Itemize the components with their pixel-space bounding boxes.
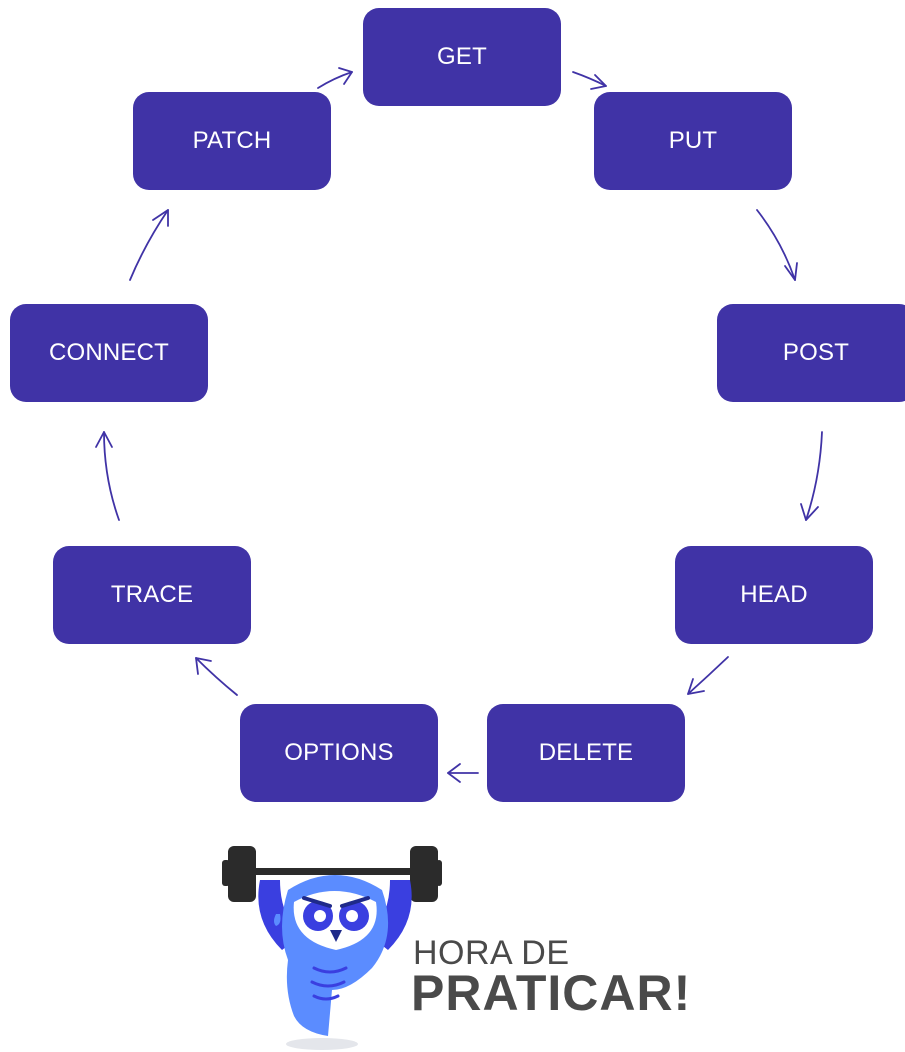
node-options-label: OPTIONS xyxy=(284,739,394,766)
arrow-connect-to-patch xyxy=(129,209,169,281)
node-delete-label: DELETE xyxy=(538,739,634,766)
node-patch: PATCH xyxy=(133,92,331,190)
arrow-head-to-delete xyxy=(687,656,729,695)
node-delete: DELETE xyxy=(487,704,685,802)
node-put: PUT xyxy=(594,92,792,190)
node-options: OPTIONS xyxy=(240,704,438,802)
arrow-put-to-post xyxy=(756,209,798,281)
node-patch-label: PATCH xyxy=(192,127,272,154)
brand-line1: HORA DE xyxy=(413,934,570,972)
arrow-trace-to-connect xyxy=(95,431,120,521)
node-get-label: GET xyxy=(437,43,487,70)
node-trace-label: TRACE xyxy=(110,581,194,608)
node-post-label: POST xyxy=(782,339,850,366)
arrow-options-to-trace xyxy=(195,657,238,696)
arrow-post-to-head xyxy=(800,431,823,521)
arrow-delete-to-options xyxy=(447,763,479,783)
owl-lifting-barbell-icon xyxy=(222,846,442,1050)
node-put-label: PUT xyxy=(668,127,718,154)
node-get: GET xyxy=(363,8,561,106)
node-connect-label: CONNECT xyxy=(48,339,170,366)
node-connect: CONNECT xyxy=(10,304,208,402)
node-post: POST xyxy=(717,304,905,402)
brand-line2: PRATICAR! xyxy=(411,965,692,1021)
node-head: HEAD xyxy=(675,546,873,644)
arrow-get-to-put xyxy=(572,71,607,90)
node-trace: TRACE xyxy=(53,546,251,644)
node-head-label: HEAD xyxy=(740,581,808,608)
arrow-patch-to-get xyxy=(317,67,353,89)
